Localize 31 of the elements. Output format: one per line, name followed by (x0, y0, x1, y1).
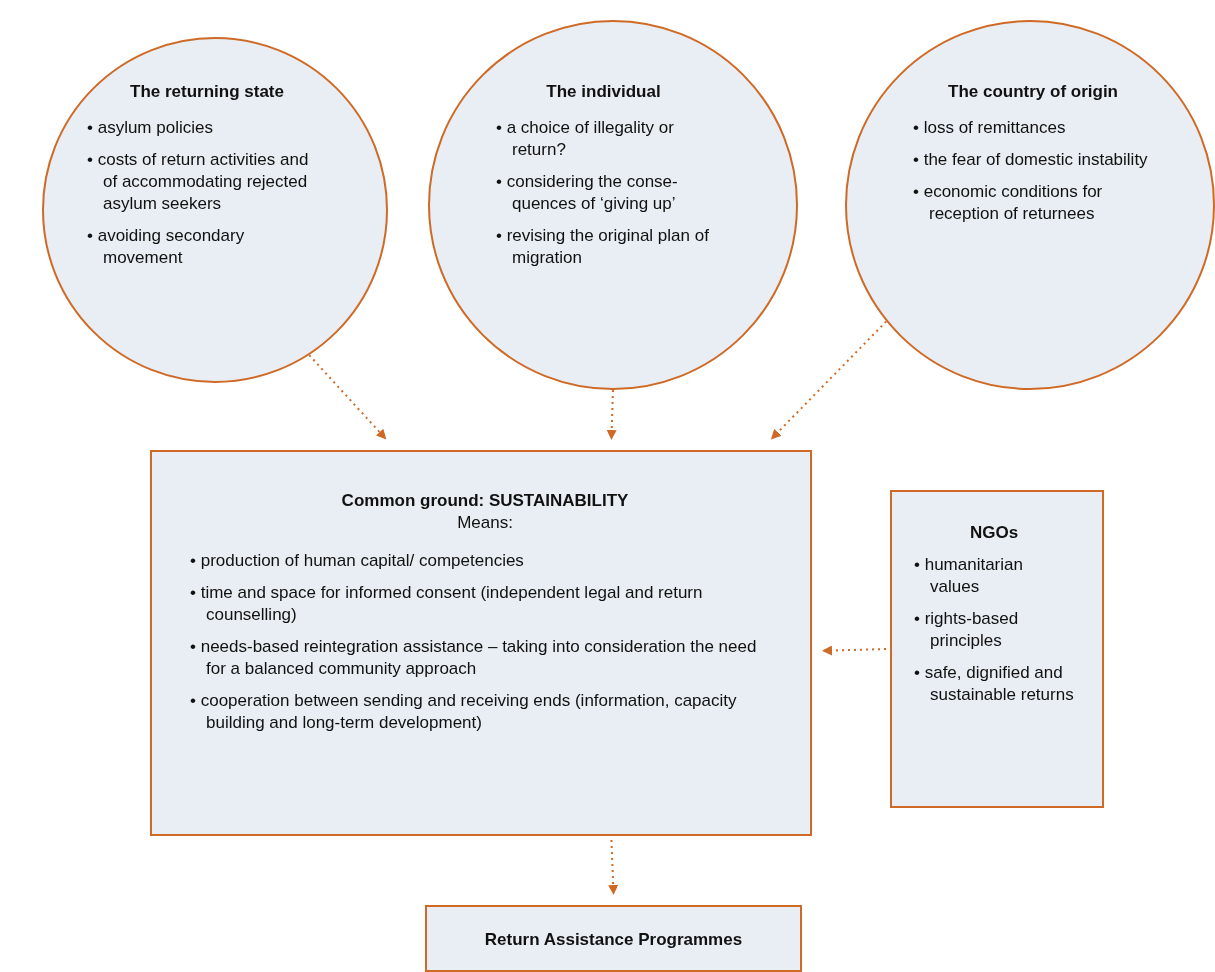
subheading: Means: (456, 512, 514, 534)
heading: The country of origin (947, 81, 1119, 103)
bullet-item: • cooperation between sending and receiving ends (information, capacity building and long-term development) (190, 690, 738, 734)
bullet-item: • economic conditions for reception of returnees (913, 181, 1104, 225)
bullet-item: • asylum policies (87, 117, 214, 139)
dotted-arrow (770, 320, 888, 440)
dotted-arrow (308, 354, 387, 440)
content-box (425, 905, 802, 972)
heading: The returning state (129, 81, 285, 103)
bullet-item: • revising the original plan of migration (496, 225, 710, 269)
bullet-item: • loss of remittances (913, 117, 1067, 139)
bullet-item: • costs of return activities and of accommodating rejected asylum seekers (87, 149, 310, 215)
bullet-item: • production of human capital/ competencies (190, 550, 525, 572)
content-box (890, 490, 1104, 808)
dotted-arrow (822, 645, 887, 656)
bullet-item: • time and space for informed consent (independent legal and return counselling) (190, 582, 704, 626)
heading: The individual (545, 81, 662, 103)
bullet-item: • the fear of domestic instability (913, 149, 1149, 171)
heading: NGOs (968, 522, 1020, 544)
bullet-item: • considering the conse- quences of ‘giving up’ (496, 171, 679, 215)
heading: Common ground: SUSTAINABILITY (340, 490, 630, 512)
bullet-item: • needs-based reintegration assistance – taking into consideration the need for a balanced community approach (190, 636, 758, 680)
bullet-item: • a choice of illegality or return? (496, 117, 675, 161)
bullet-item: • humanitarian values (914, 554, 1024, 598)
dotted-arrow (606, 389, 617, 440)
bullet-item: • safe, dignified and sustainable returns (914, 662, 1074, 706)
bullet-item: • avoiding secondary movement (87, 225, 246, 269)
bullet-item: • rights-based principles (914, 608, 1020, 652)
dotted-arrow (608, 839, 619, 895)
heading: Return Assistance Programmes (483, 929, 744, 951)
content-box (150, 450, 812, 836)
